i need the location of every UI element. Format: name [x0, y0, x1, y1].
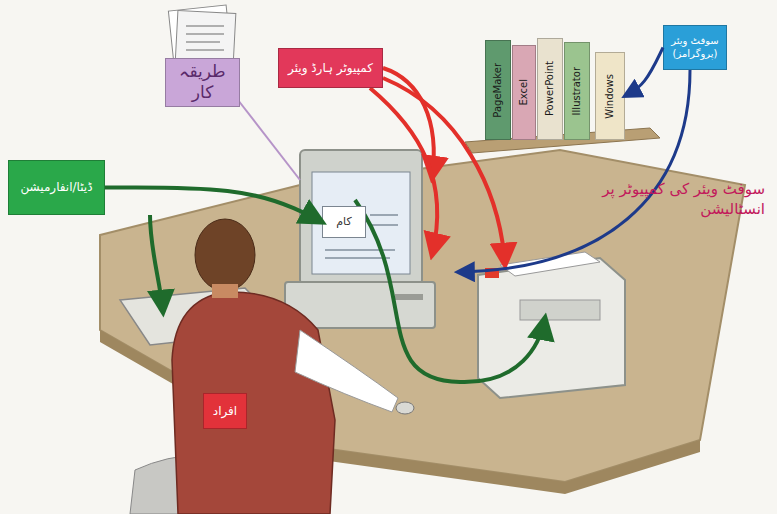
connector-arrow — [105, 187, 322, 222]
node-text: PowerPoint — [544, 61, 557, 116]
installation-note: سوفٹ ویئر کی کمپیوٹر پر انسٹالیشن — [600, 180, 765, 219]
book-spine: PowerPoint — [537, 38, 563, 140]
connector-arrow — [625, 48, 663, 97]
mouse — [396, 402, 414, 414]
monitor — [300, 150, 422, 285]
book-spine: Excel — [512, 45, 536, 140]
node-text: PageMaker — [492, 63, 505, 118]
node-text: کمپیوٹر ہارڈ ویئر — [288, 61, 373, 76]
monitor-screen — [312, 172, 410, 274]
paper-lines — [186, 26, 224, 50]
person-arm — [295, 330, 398, 412]
person-neck — [212, 284, 238, 298]
node-text: Excel — [518, 79, 531, 106]
book-spine: PageMaker — [485, 40, 511, 140]
task-box: کام — [322, 206, 366, 238]
procedure-leader — [238, 100, 300, 180]
drive-slot — [395, 294, 423, 300]
person-torso — [172, 292, 335, 514]
people-box: افراد — [203, 393, 247, 429]
data-arrow — [150, 215, 163, 312]
procedure-box: طریقہ کار — [165, 58, 240, 107]
book-spine: Windows — [595, 52, 625, 140]
hardware-box: کمپیوٹر ہارڈ ویئر — [278, 48, 383, 88]
data-box: ڈیٹا/انفارمیشن — [8, 160, 105, 215]
software-box: سوفٹ ویئر (پروگرامز) — [663, 25, 727, 70]
hardware-arrow — [370, 88, 437, 255]
book-spine: Illustrator — [564, 42, 590, 140]
node-text: Windows — [604, 74, 617, 119]
node-text: افراد — [213, 404, 237, 419]
node-text: طریقہ کار — [168, 61, 237, 104]
node-text: ڈیٹا/انفارمیشن — [20, 180, 92, 195]
node-text: کام — [336, 215, 351, 229]
node-text: Illustrator — [571, 67, 584, 115]
data-arrow — [355, 200, 545, 382]
person-head — [195, 219, 255, 291]
node-text: سوفٹ ویئر (پروگرامز) — [666, 35, 724, 60]
